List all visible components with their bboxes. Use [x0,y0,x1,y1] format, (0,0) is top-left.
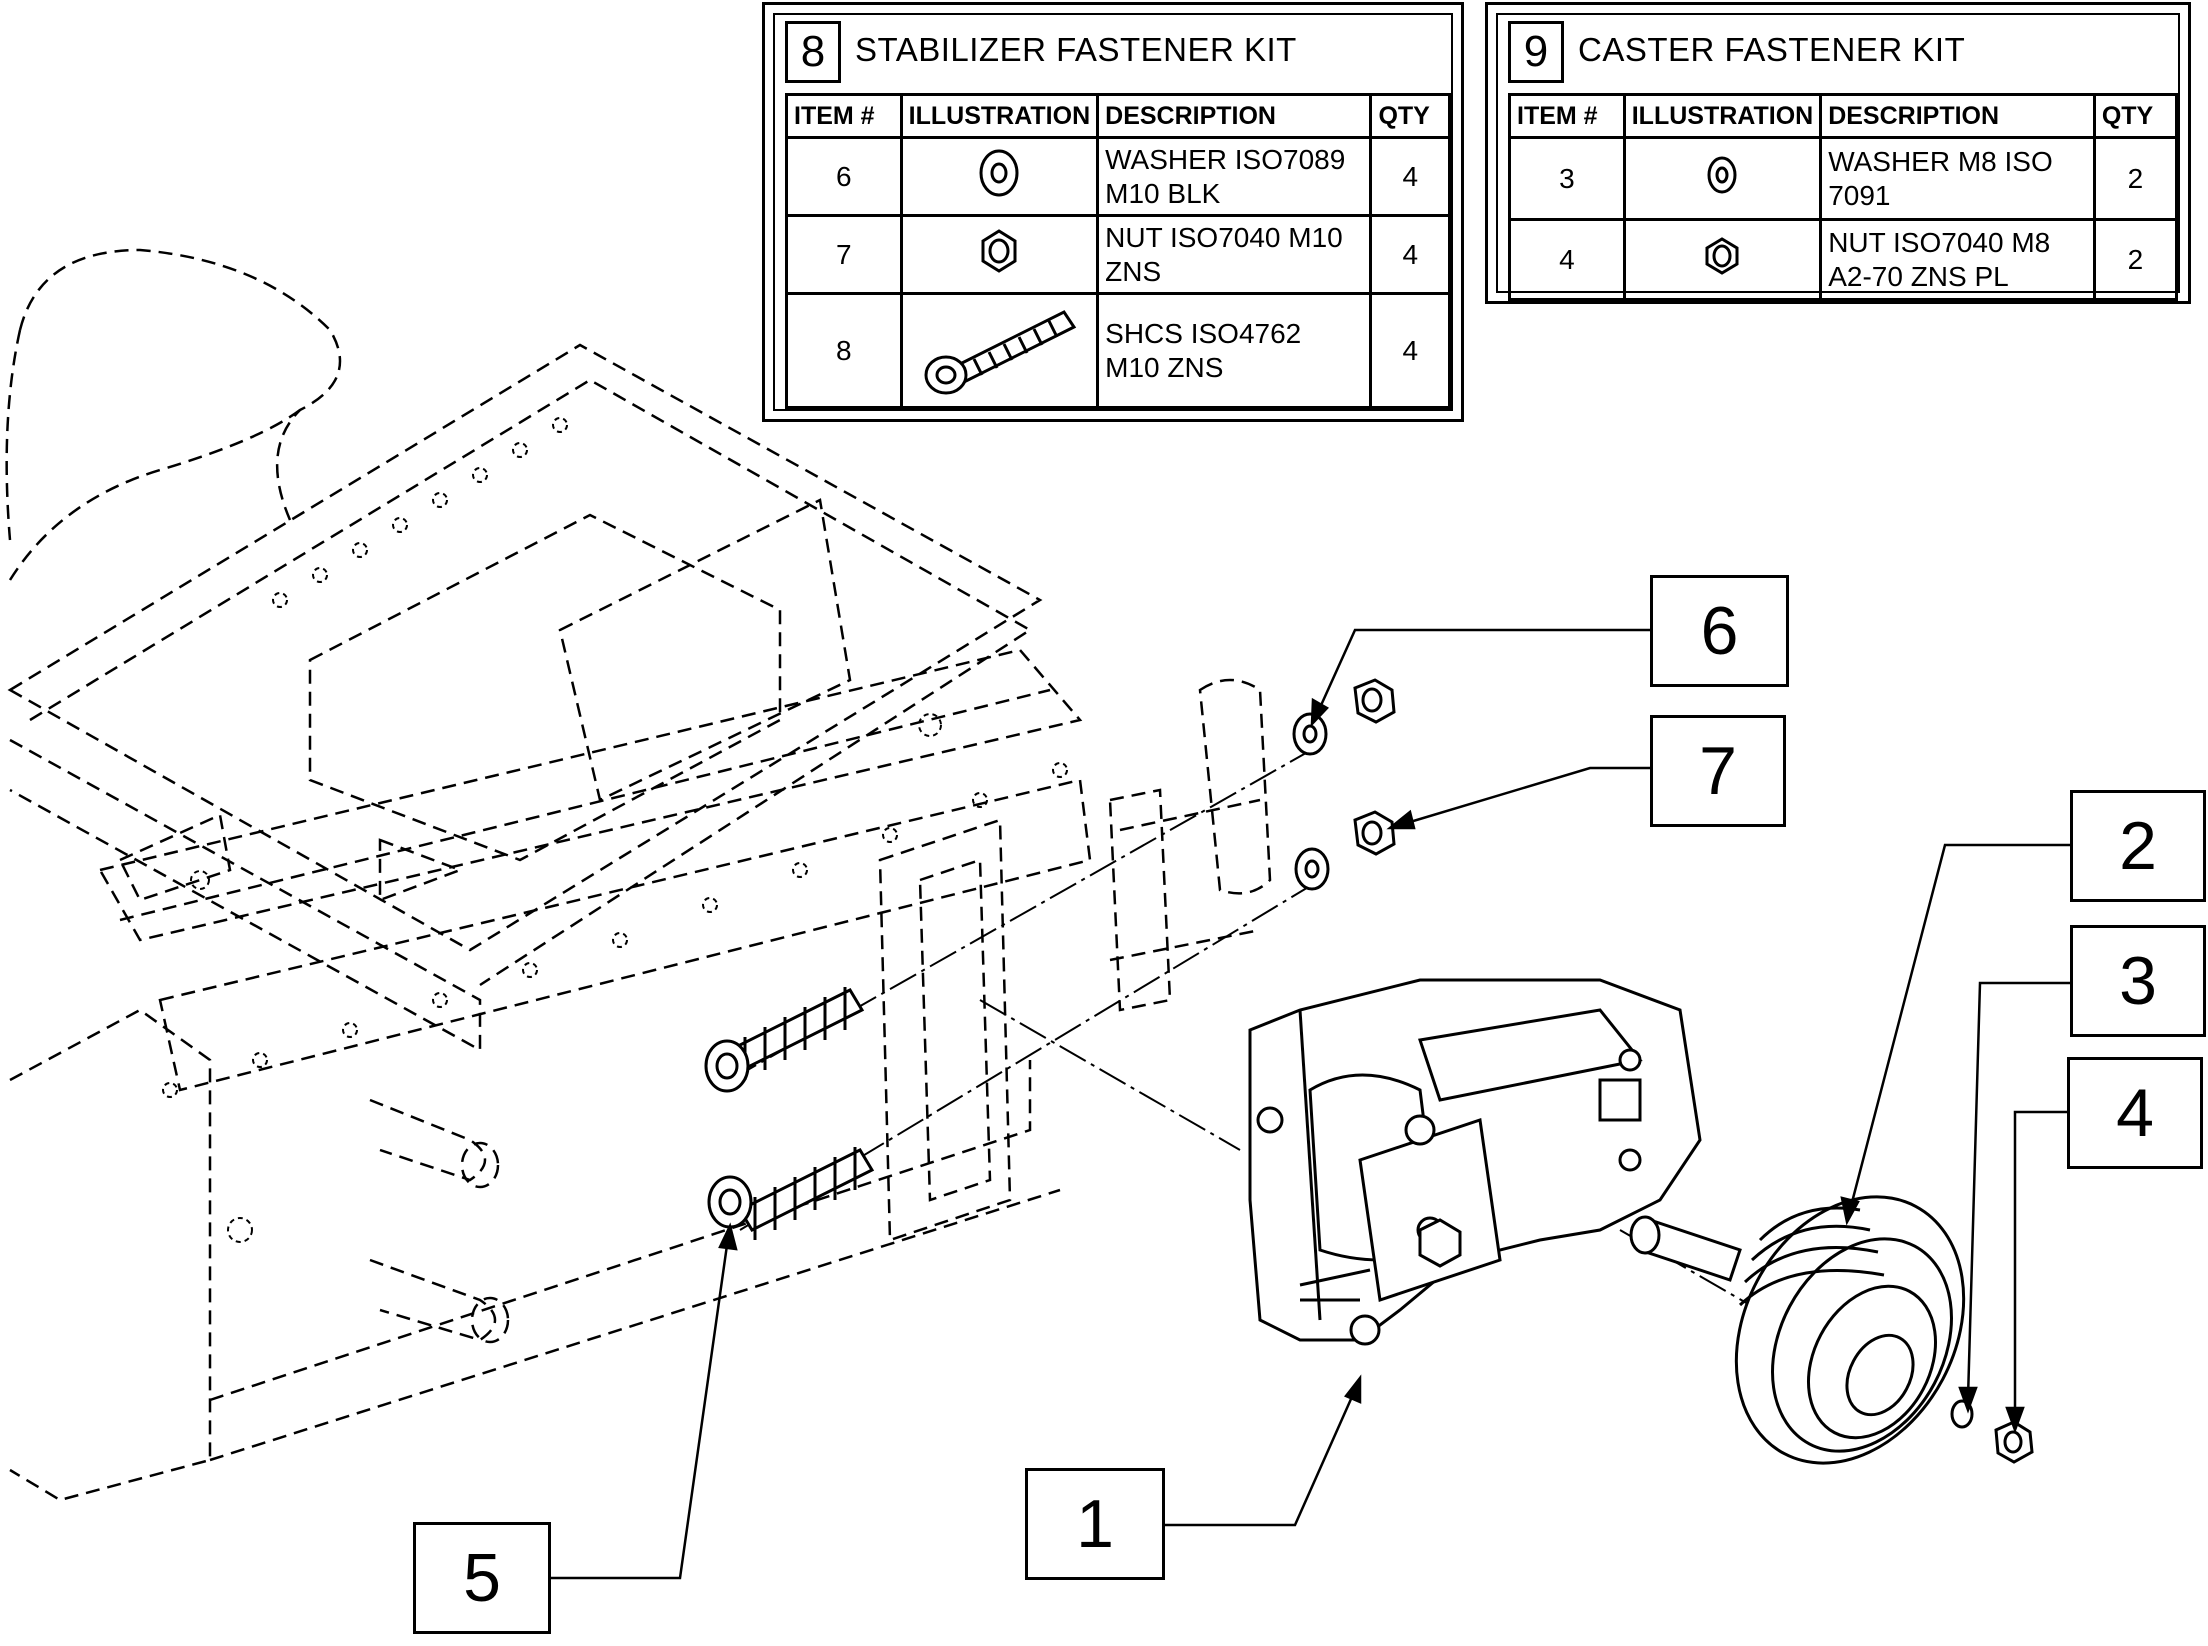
frame-holes [162,417,1068,1243]
quantity: 4 [1369,136,1451,217]
description-line: NUT ISO7040 M8 [1828,226,2051,258]
description-line: SHCS ISO4762 [1105,317,1302,349]
parts-table: ITEM # ILLUSTRATION DESCRIPTION QTY 3 WA… [1508,93,2179,301]
chassis-frame-outline [5,248,1272,1502]
quantity: 4 [1369,292,1451,409]
caster-wheel [1734,1195,1974,1465]
description-line: M10 ZNS [1105,351,1224,383]
header-illustration: ILLUSTRATION [899,93,1100,139]
callout-6: 6 [1650,575,1789,687]
screw-icon [924,310,1077,395]
kit-title: CASTER FASTENER KIT [1578,31,1966,68]
callout-5: 5 [413,1522,551,1634]
description-line: WASHER ISO7089 [1105,143,1346,175]
item-number: 4 [1508,218,1626,301]
washer-icon [979,149,1019,197]
header-qty: QTY [2092,93,2179,139]
callout-leader-lines [550,628,2070,1580]
kit-number-badge: 8 [785,21,841,83]
item-number: 8 [785,292,903,409]
kit-panel-frame: 8 STABILIZER FASTENER KIT ITEM # ILLUSTR… [773,13,1453,411]
kit-panel-frame: 9 CASTER FASTENER KIT ITEM # ILLUSTRATIO… [1496,13,2180,301]
callout-4: 4 [2067,1057,2203,1169]
kit-title: STABILIZER FASTENER KIT [855,31,1297,68]
callout-3: 3 [2070,925,2206,1037]
header-item: ITEM # [1508,93,1626,139]
header-item: ITEM # [785,93,903,139]
description-line: NUT ISO7040 M10 [1105,221,1343,253]
description-line: M10 BLK [1105,177,1221,209]
washer-icon [1707,156,1737,194]
table-header-row: ITEM # ILLUSTRATION DESCRIPTION QTY [1508,93,2179,139]
header-qty: QTY [1369,93,1451,139]
description-line: ZNS [1105,255,1162,287]
item-number: 6 [785,136,903,217]
item-number: 7 [785,214,903,295]
callout-7: 7 [1650,715,1786,827]
stabilizer-washers-and-nuts [1292,678,1396,891]
callout-1: 1 [1025,1468,1165,1580]
caster-fastener-kit-panel: 9 CASTER FASTENER KIT ITEM # ILLUSTRATIO… [1485,2,2191,304]
header-description: DESCRIPTION [1819,93,2096,139]
quantity: 2 [2092,136,2179,221]
item-number: 3 [1508,136,1626,221]
stabilizer-screws [704,987,875,1240]
caster-fork-assembly [1248,978,1742,1346]
description-line: 7091 [1828,179,1891,211]
header-description: DESCRIPTION [1096,93,1373,139]
quantity: 2 [2092,218,2179,301]
stabilizer-fastener-kit-panel: 8 STABILIZER FASTENER KIT ITEM # ILLUSTR… [762,2,1464,422]
caster-nut [1994,1420,2034,1464]
description-line: A2-70 ZNS PL [1828,260,2009,292]
header-illustration: ILLUSTRATION [1622,93,1823,139]
kit-number-badge: 9 [1508,21,1564,83]
callout-2: 2 [2070,790,2206,902]
nut-icon [981,229,1017,273]
quantity: 4 [1369,214,1451,295]
table-header-row: ITEM # ILLUSTRATION DESCRIPTION QTY [785,93,1451,139]
parts-table: ITEM # ILLUSTRATION DESCRIPTION QTY 6 WA… [785,93,1451,409]
description-line: WASHER M8 ISO [1828,145,2053,177]
lock-nut-icon [1705,237,1739,275]
